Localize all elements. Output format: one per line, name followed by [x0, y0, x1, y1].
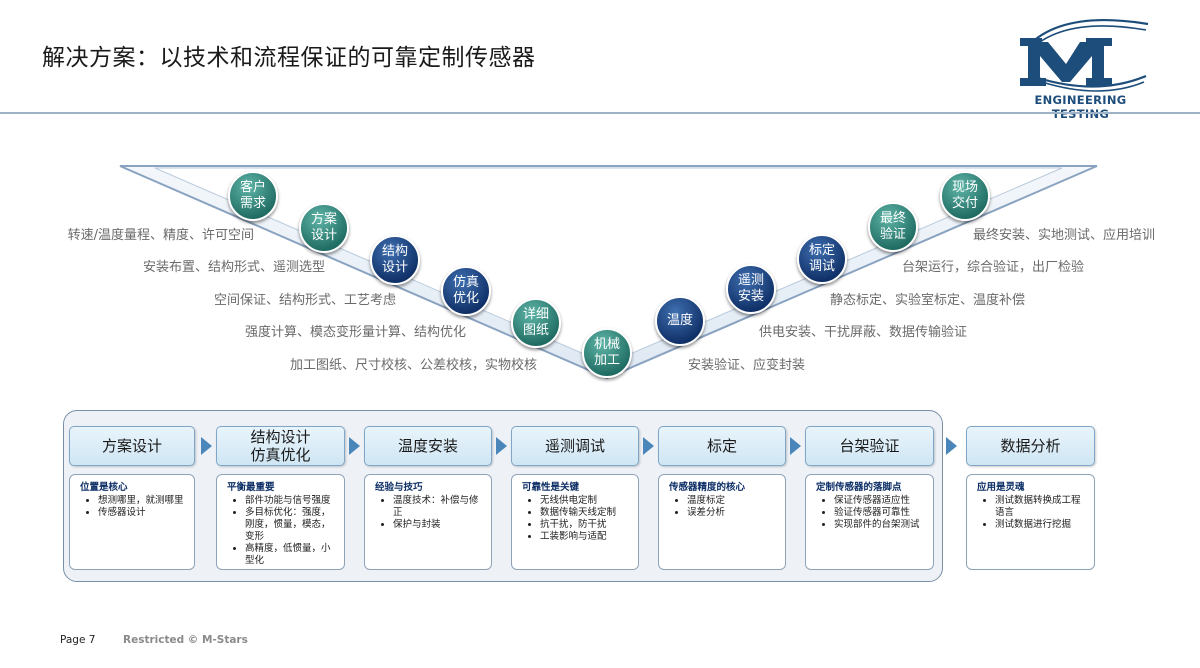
page-title: 解决方案：以技术和流程保证的可靠定制传感器 — [42, 45, 536, 71]
detail-heading: 传感器精度的核心 — [669, 482, 746, 493]
detail-item: 保证传感器适应性 — [834, 495, 926, 507]
right-note: 最终安装、实地测试、应用培训 — [973, 228, 1156, 243]
node-simulation-optimization: 仿真 优化 — [441, 266, 491, 316]
node-label: 仿真 优化 — [452, 275, 479, 306]
detail-item: 测试数据转换成工程语言 — [995, 495, 1087, 519]
node-label: 方案 设计 — [310, 212, 337, 243]
right-note: 供电安装、干扰屏蔽、数据传输验证 — [759, 325, 968, 340]
left-note: 转速/温度量程、精度、许可空间 — [67, 228, 254, 243]
detail-heading: 经验与技巧 — [375, 482, 423, 493]
left-note: 安装布置、结构形式、遥测选型 — [142, 260, 325, 275]
v-model-diagram — [119, 165, 1098, 380]
detail-item: 温度技术：补偿与修正 — [393, 495, 484, 519]
left-note: 加工图纸、尺寸校核、公差校核，实物校核 — [289, 358, 537, 373]
detail-box: 位置是核心 想测哪里，就测哪里 传感器设计 — [69, 474, 195, 570]
title-divider — [0, 112, 1200, 114]
right-note: 安装验证、应变封装 — [688, 358, 806, 373]
detail-item: 保护与封装 — [393, 519, 484, 531]
phase-temperature-install: 温度安装 — [364, 426, 492, 466]
detail-item: 验证传感器可靠性 — [834, 507, 926, 519]
phase-data-analysis: 数据分析 — [966, 426, 1095, 466]
right-note: 台架运行，综合验证，出厂检验 — [902, 260, 1085, 275]
node-label: 标定 调试 — [808, 243, 835, 274]
detail-box: 经验与技巧 温度技术：补偿与修正 保护与封装 — [364, 474, 492, 570]
detail-box: 传感器精度的核心 温度标定 误差分析 — [658, 474, 786, 570]
node-structural-design: 结构 设计 — [370, 235, 420, 285]
arrow-right-icon — [946, 437, 957, 455]
node-label: 详细 图纸 — [522, 307, 549, 338]
node-machining: 机械 加工 — [582, 328, 632, 378]
node-solution-design: 方案 设计 — [299, 203, 349, 253]
detail-box: 平衡最重要 部件功能与信号强度 多目标优化：强度，刚度，惯量，模态，变形 高精度… — [216, 474, 345, 570]
page-number: Page 7 — [60, 634, 96, 646]
detail-item: 工装影响与适配 — [540, 531, 631, 543]
detail-heading: 位置是核心 — [80, 482, 128, 493]
phase-calibration: 标定 — [658, 426, 786, 466]
phase-label: 遥测调试 — [544, 437, 605, 455]
left-note: 强度计算、模态变形量计算、结构优化 — [244, 325, 466, 340]
phase-structure-simulation: 结构设计 仿真优化 — [216, 426, 345, 466]
arrow-right-icon — [201, 437, 212, 455]
node-onsite-delivery: 现场 交付 — [940, 171, 990, 221]
node-label: 机械 加工 — [593, 337, 620, 368]
detail-item: 多目标优化：强度，刚度，惯量，模态，变形 — [245, 507, 337, 543]
detail-item: 抗干扰，防干扰 — [540, 519, 631, 531]
restricted-notice: Restricted © M-Stars — [123, 634, 248, 646]
left-note: 空间保证、结构形式、工艺考虑 — [213, 293, 396, 308]
phase-label: 温度安装 — [397, 437, 458, 455]
detail-box: 可靠性是关键 无线供电定制 数据传输天线定制 抗干扰，防干扰 工装影响与适配 — [511, 474, 639, 570]
node-telemetry-install: 遥测 安装 — [726, 264, 776, 314]
detail-item: 传感器设计 — [98, 507, 187, 519]
node-label: 遥测 安装 — [737, 273, 764, 304]
company-logo — [1020, 19, 1149, 92]
arrow-right-icon — [349, 437, 360, 455]
phase-label: 台架验证 — [839, 437, 900, 455]
node-label: 最终 验证 — [879, 211, 906, 242]
node-label: 温度 — [666, 313, 693, 328]
node-customer-requirements: 客户 需求 — [228, 171, 278, 221]
phase-telemetry-debug: 遥测调试 — [511, 426, 639, 466]
detail-item: 误差分析 — [687, 507, 778, 519]
arrow-right-icon — [643, 437, 654, 455]
logo-text: ENGINEERING TESTING — [1034, 93, 1127, 121]
detail-heading: 定制传感器的落脚点 — [816, 482, 902, 493]
detail-heading: 可靠性是关键 — [522, 482, 580, 493]
node-detailed-drawings: 详细 图纸 — [511, 298, 561, 348]
detail-heading: 应用是灵魂 — [977, 482, 1025, 493]
node-temperature: 温度 — [655, 296, 705, 346]
phase-label: 结构设计 仿真优化 — [250, 428, 311, 464]
detail-item: 数据传输天线定制 — [540, 507, 631, 519]
detail-box: 应用是灵魂 测试数据转换成工程语言 测试数据进行挖掘 — [966, 474, 1095, 570]
phase-bench-verification: 台架验证 — [805, 426, 934, 466]
phase-solution-design: 方案设计 — [69, 426, 195, 466]
phase-label: 方案设计 — [101, 437, 162, 455]
node-label: 结构 设计 — [381, 244, 408, 275]
detail-item: 无线供电定制 — [540, 495, 631, 507]
arrow-right-icon — [496, 437, 507, 455]
node-label: 客户 需求 — [239, 180, 266, 211]
phase-label: 标定 — [706, 437, 737, 455]
arrow-right-icon — [790, 437, 801, 455]
detail-item: 想测哪里，就测哪里 — [98, 495, 187, 507]
detail-item: 测试数据进行挖掘 — [995, 519, 1087, 531]
node-calibration-debug: 标定 调试 — [797, 234, 847, 284]
detail-heading: 平衡最重要 — [227, 482, 275, 493]
detail-item: 温度标定 — [687, 495, 778, 507]
detail-item: 实现部件的台架测试 — [834, 519, 926, 531]
node-label: 现场 交付 — [951, 180, 978, 211]
detail-box: 定制传感器的落脚点 保证传感器适应性 验证传感器可靠性 实现部件的台架测试 — [805, 474, 934, 570]
phase-label: 数据分析 — [1000, 437, 1061, 455]
right-note: 静态标定、实验室标定、温度补偿 — [830, 293, 1026, 308]
detail-item: 高精度，低惯量，小型化 — [245, 543, 337, 567]
detail-item: 部件功能与信号强度 — [245, 495, 337, 507]
node-final-verification: 最终 验证 — [868, 202, 918, 252]
